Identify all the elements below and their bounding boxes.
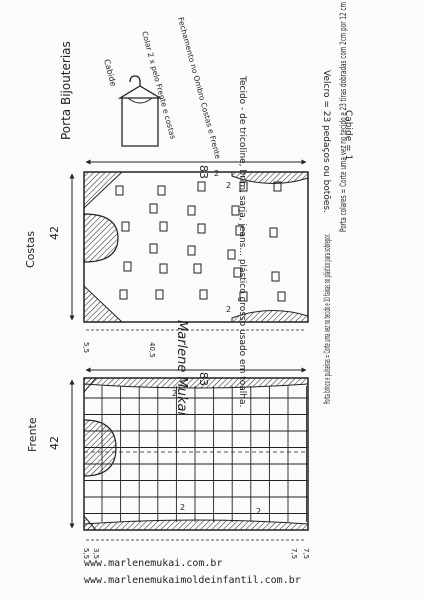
back-dim-2a: 2 — [214, 169, 219, 178]
footer-url-1: www.marlenemukai.com.br — [84, 558, 222, 569]
hanger-label: Cabide — [102, 58, 118, 87]
front-grid — [84, 386, 308, 522]
front-length: 83 — [197, 372, 210, 386]
back-dim-2b: 2 — [226, 181, 231, 190]
front-label: Frente — [26, 417, 39, 452]
back-label: Costas — [24, 231, 37, 268]
back-velcro-pockets — [115, 181, 286, 302]
front-dim-2c: 2 — [256, 507, 261, 516]
back-dim-5-5: 5,5 — [82, 342, 90, 353]
instructions: Porta colares = Corte uma vez no tecido … — [323, 2, 349, 404]
hanger-icon — [117, 75, 163, 147]
straps-note: Fechamento no Ombro Costas e Frente — [176, 16, 223, 160]
porta-brinco-line1: Porta brinco e pulseiras = Corte uma vez… — [323, 234, 333, 404]
porta-colares-line1: Porta colares = Corte uma vez no tecido … — [339, 2, 349, 232]
front-dim-7-5b: 7,5 — [302, 548, 310, 559]
front-dim-7-5a: 7,5 — [290, 548, 298, 559]
front-dim-2b: 2 — [180, 503, 185, 512]
signature: Marlene Mukai — [174, 320, 189, 415]
header-area: Porta Bijouterias Cabide Colar 2 x pelo … — [59, 16, 223, 160]
hanger-count-note: Cabide = 1 — [343, 110, 353, 160]
front-dim-2a: 2 — [172, 389, 177, 398]
front-width: 42 — [48, 436, 61, 450]
back-dim-2c: 2 — [226, 305, 231, 314]
back-width: 42 — [48, 226, 61, 240]
front-neckline — [83, 419, 117, 477]
back-neckline — [83, 213, 119, 263]
front-dim-3-5: 3,5 — [92, 548, 100, 559]
back-piece: 83 42 Costas 2 2 2 5,5 40,5 — [24, 159, 309, 358]
footer-url-2: www.marlenemukaimoldeinfantil.com.br — [84, 575, 301, 586]
front-piece: 83 42 Frente 2 2 2 5,5 7,5 7,5 3,5 — [26, 367, 310, 559]
collar-note: Colar 2 x pelo Frente e costas — [140, 30, 178, 140]
front-outline — [83, 377, 309, 531]
materials-notes: Tecido - de tricoline, brim, sarja, jean… — [237, 70, 353, 407]
back-length: 83 — [197, 165, 210, 179]
back-dim-40-5: 40,5 — [148, 342, 156, 358]
title: Porta Bijouterias — [59, 41, 73, 140]
front-dim-5-5: 5,5 — [82, 548, 90, 559]
fabric-note: Tecido - de tricoline, brim, sarja, jean… — [237, 75, 247, 407]
velcro-note: Velcro = 23 pedaços ou botões. — [321, 70, 331, 213]
